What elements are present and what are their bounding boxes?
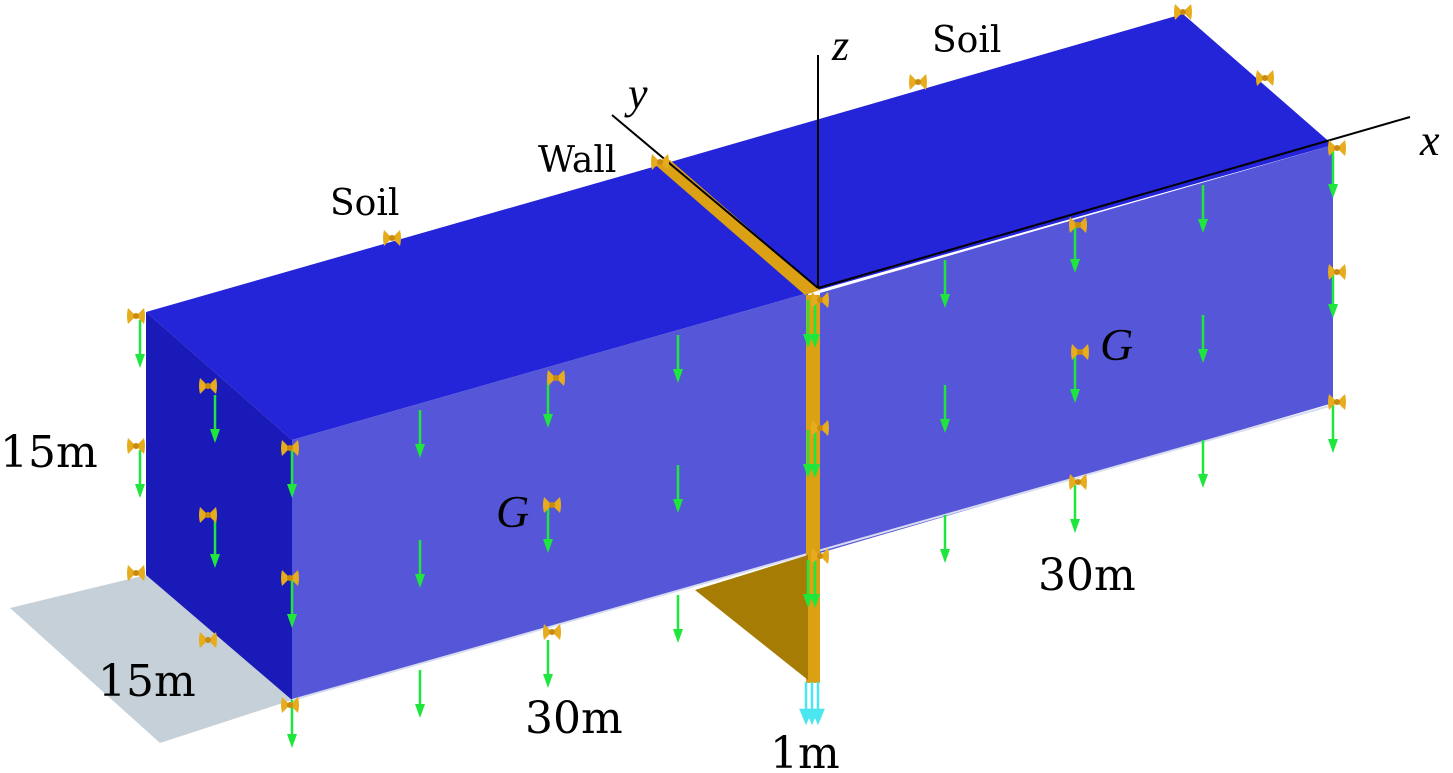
down-arrow-icon — [543, 380, 553, 428]
support-marker-icon — [1071, 344, 1089, 360]
down-arrow-icon — [810, 300, 820, 348]
support-markers — [127, 4, 1346, 713]
down-arrow-icon — [1328, 150, 1338, 198]
front-face-left — [292, 293, 808, 700]
down-arrow-icon — [1070, 485, 1080, 533]
support-marker-icon — [1256, 70, 1274, 86]
support-marker-icon — [1069, 217, 1087, 233]
gravity-label-right: G — [1100, 319, 1133, 370]
down-arrow-icon — [210, 395, 220, 443]
axis-z-label: z — [831, 21, 849, 70]
down-arrow-icon — [803, 560, 813, 608]
down-arrow-icon — [1198, 315, 1208, 363]
support-marker-icon — [547, 370, 565, 386]
down-arrow-icon — [135, 320, 145, 368]
gravity-label-left: G — [496, 486, 529, 537]
wall-top-strip — [652, 160, 820, 295]
down-arrow-icon — [940, 385, 950, 433]
support-marker-icon — [1174, 4, 1192, 20]
down-arrow-icon — [810, 560, 820, 608]
dim-height-label: 15m — [0, 427, 98, 478]
down-arrow-icon — [673, 335, 683, 383]
support-marker-icon — [909, 74, 927, 90]
down-arrow-icon — [673, 595, 683, 643]
down-arrow-icon — [543, 640, 553, 688]
support-marker-icon — [543, 624, 561, 640]
support-marker-icon — [127, 308, 145, 324]
down-arrow-icon — [415, 540, 425, 588]
down-arrow-icon — [415, 410, 425, 458]
down-arrow-icon — [1328, 405, 1338, 453]
down-arrow-icon — [803, 300, 813, 348]
down-arrow-icon — [803, 430, 813, 478]
down-arrow-icon — [543, 505, 553, 553]
down-arrow-icon — [673, 465, 683, 513]
support-marker-icon — [199, 507, 217, 523]
ground-plane — [10, 575, 292, 743]
down-arrow-icon — [940, 260, 950, 308]
down-arrow-icon — [415, 670, 425, 718]
wall-embedded-triangle — [695, 555, 808, 680]
support-marker-icon — [199, 632, 217, 648]
down-arrow-icon — [210, 520, 220, 568]
down-arrow-icon — [287, 580, 297, 628]
axis-x-label: x — [1419, 116, 1440, 165]
wall-label: Wall — [538, 140, 616, 181]
down-arrow-icon — [135, 450, 145, 498]
down-arrow-icon — [1198, 185, 1208, 233]
support-marker-icon — [199, 378, 217, 394]
coordinate-axes — [611, 55, 1411, 289]
support-marker-icon — [1328, 140, 1346, 156]
axis-y-line — [611, 114, 819, 289]
down-arrow-icon — [287, 450, 297, 498]
down-arrow-icon — [1070, 225, 1080, 273]
dim-length-right-label: 30m — [1038, 550, 1136, 601]
axis-y-label: y — [624, 69, 648, 118]
axis-x-line — [817, 116, 1411, 289]
support-marker-icon — [1328, 264, 1346, 280]
wall-front-strip — [806, 295, 820, 683]
down-arrow-icon — [940, 515, 950, 563]
support-marker-icon — [811, 420, 829, 436]
top-face-left — [146, 165, 808, 440]
down-arrow-icon — [810, 430, 820, 478]
gravity-load-arrows — [135, 150, 1338, 748]
down-arrow-icon — [1070, 355, 1080, 403]
top-face-right — [660, 14, 1333, 293]
support-marker-icon — [651, 154, 669, 170]
support-marker-icon — [127, 438, 145, 454]
support-marker-icon — [811, 292, 829, 308]
support-marker-icon — [127, 565, 145, 581]
support-marker-icon — [1069, 474, 1087, 490]
support-marker-icon — [281, 440, 299, 456]
down-arrow-icon — [1328, 270, 1338, 318]
side-face — [146, 312, 292, 700]
support-marker-icon — [543, 497, 561, 513]
support-marker-icon — [383, 230, 401, 246]
support-marker-icon — [1328, 394, 1346, 410]
soil-left-label: Soil — [330, 183, 399, 224]
dim-wall-label: 1m — [770, 728, 840, 773]
dim-length-left-label: 30m — [525, 693, 623, 744]
soil-right-label: Soil — [932, 20, 1001, 61]
down-arrow-icon — [1198, 440, 1208, 488]
dim-depth-label: 15m — [98, 656, 196, 707]
support-marker-icon — [281, 570, 299, 586]
wall-load-arrows — [799, 682, 825, 726]
support-marker-icon — [281, 697, 299, 713]
support-marker-icon — [811, 548, 829, 564]
